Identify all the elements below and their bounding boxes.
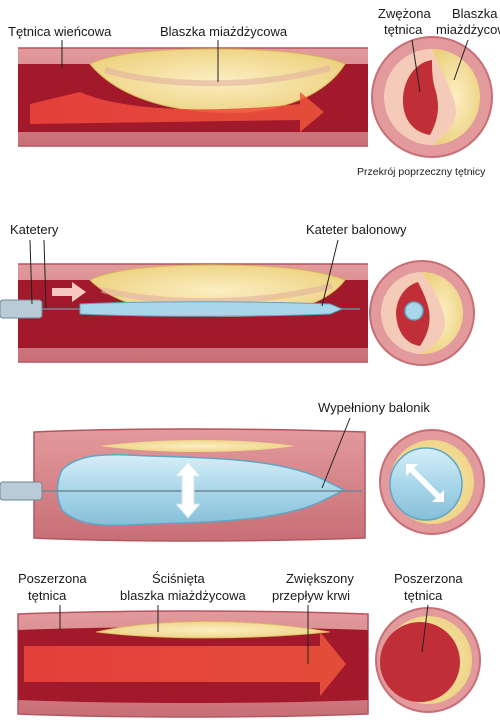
cross-section-narrowed — [372, 37, 492, 157]
label-narrowed-line1: Zwężona — [378, 6, 432, 21]
label-flow-line2: przepływ krwi — [272, 588, 350, 603]
label-coronary-artery: Tętnica wieńcowa — [8, 24, 112, 39]
cross-section-widened — [376, 608, 480, 712]
label-flow-line1: Zwiększony — [286, 571, 354, 586]
label-compressed-line1: Ściśnięta — [152, 571, 206, 586]
panel-2-catheter-insertion: Katetery Kateter balonowy — [0, 222, 474, 365]
label-inflated-balloon: Wypełniony balonik — [318, 400, 430, 415]
guide-catheter-sheath-3 — [0, 482, 42, 500]
panel-1-narrowed-artery: Tętnica wieńcowa Blaszka miażdżycowa Zwę… — [8, 6, 500, 178]
label-narrowed-line2: tętnica — [384, 22, 423, 37]
label-widened-line2: tętnica — [28, 588, 67, 603]
cross-section-balloon — [380, 430, 484, 534]
panel-4-widened-artery: Poszerzona tętnica Ściśnięta blaszka mia… — [18, 571, 480, 717]
label-plaque-side-line2: miażdżycowa — [436, 22, 500, 37]
panel-3-balloon-inflated: Wypełniony balonik — [0, 400, 484, 541]
label-widened-line1: Poszerzona — [18, 571, 87, 586]
label-plaque-side-line1: Blaszka — [452, 6, 498, 21]
label-widened-side-line2: tętnica — [404, 588, 443, 603]
label-catheters: Katetery — [10, 222, 59, 237]
deflated-balloon-catheter — [80, 302, 342, 317]
label-plaque: Blaszka miażdżycowa — [160, 24, 288, 39]
label-widened-side-line1: Poszerzona — [394, 571, 463, 586]
label-balloon-catheter: Kateter balonowy — [306, 222, 407, 237]
cross-section-catheter — [370, 261, 474, 365]
guide-catheter-sheath — [0, 300, 42, 318]
label-cross-section: Przekrój poprzeczny tętnicy — [357, 166, 486, 178]
label-compressed-line2: blaszka miażdżycowa — [120, 588, 246, 603]
